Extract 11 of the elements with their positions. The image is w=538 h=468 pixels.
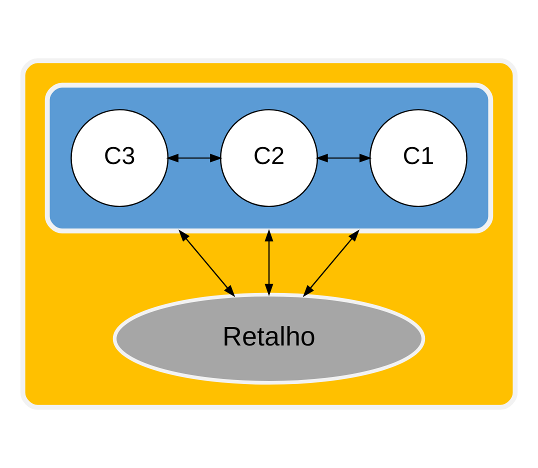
arrow: [264, 229, 274, 296]
arrow: [178, 230, 236, 298]
arrow: [302, 230, 360, 298]
arrow: [166, 154, 222, 162]
cluster: [20, 58, 518, 410]
node-ellipse: Retalho: [112, 292, 426, 385]
node-circle: C2: [220, 109, 318, 208]
node-circle: C3: [70, 109, 169, 208]
node-circle: C1: [369, 109, 468, 208]
cluster: [44, 82, 494, 234]
arrow: [316, 154, 372, 162]
